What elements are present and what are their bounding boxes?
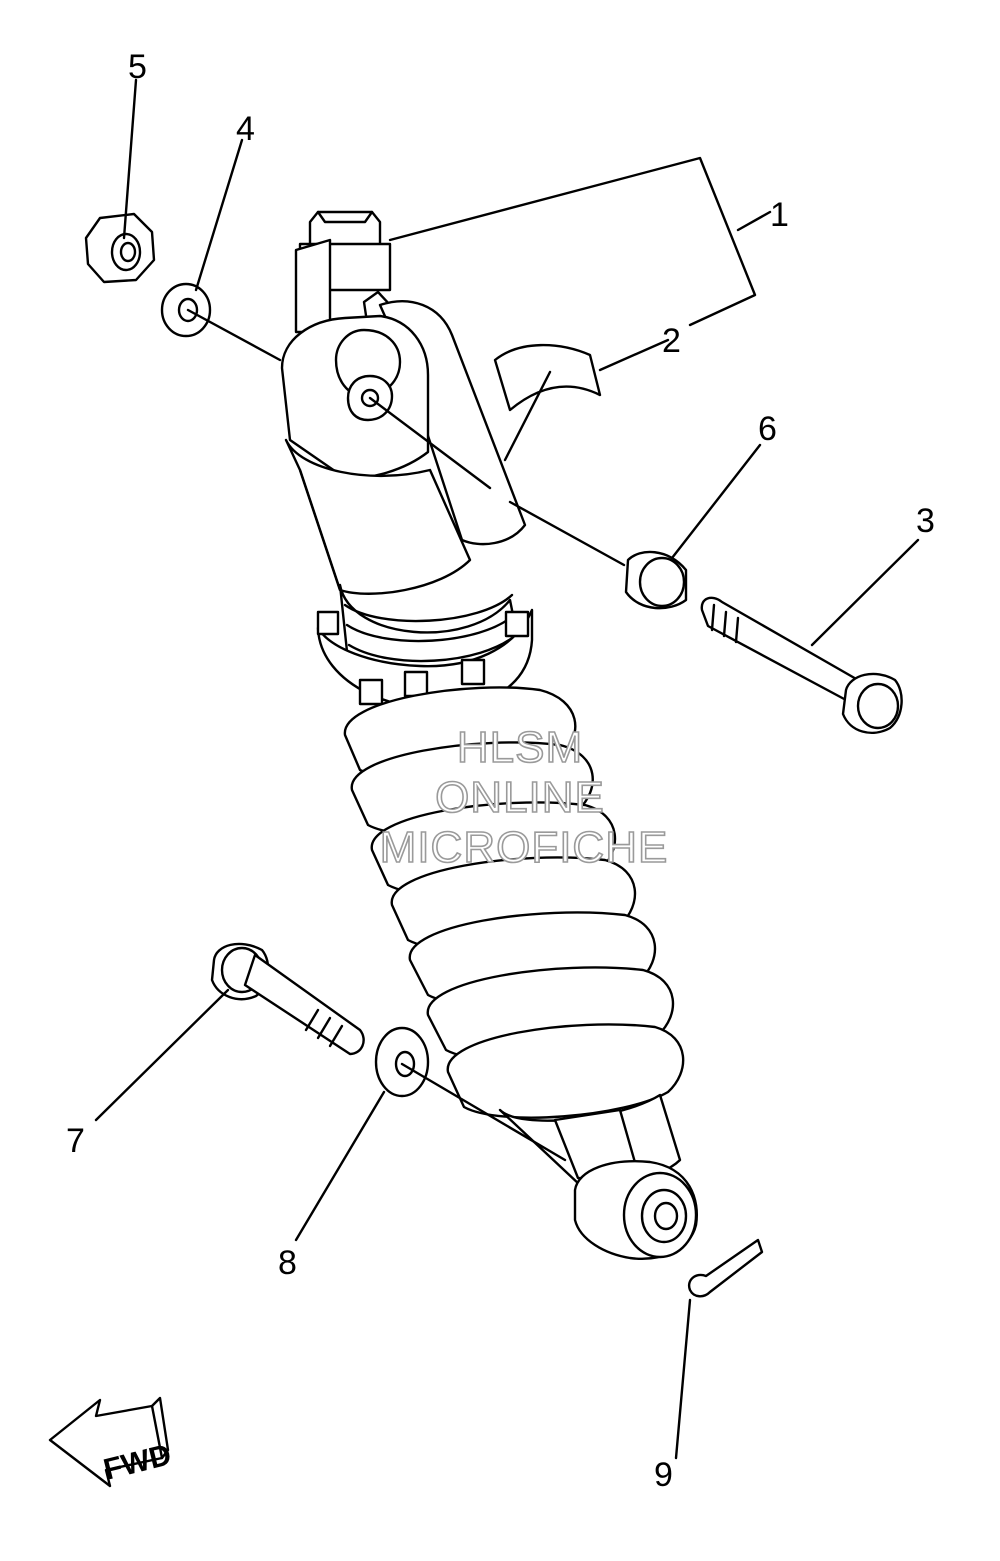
fwd-arrow-icon: FWD bbox=[48, 1396, 175, 1488]
rear-shock-absorber bbox=[280, 210, 698, 1260]
callout-3: 3 bbox=[916, 502, 935, 540]
callout-5: 5 bbox=[128, 48, 147, 86]
watermark: HLSM ONLINE MICROFICHE bbox=[379, 722, 669, 873]
cotter-pin bbox=[687, 1238, 764, 1298]
axis-lines bbox=[186, 308, 626, 1162]
bolt-upper bbox=[700, 596, 903, 734]
callout-8: 8 bbox=[278, 1244, 297, 1282]
callout-6: 6 bbox=[758, 410, 777, 448]
callout-2: 2 bbox=[662, 322, 681, 360]
washer-upper bbox=[160, 282, 212, 338]
leader-lines bbox=[94, 78, 920, 1460]
collar bbox=[624, 550, 688, 610]
callout-1: 1 bbox=[770, 196, 789, 234]
callout-9: 9 bbox=[654, 1456, 673, 1494]
washer-lower bbox=[374, 1026, 430, 1098]
callout-7: 7 bbox=[66, 1122, 85, 1160]
watermark-line-3: MICROFICHE bbox=[380, 823, 669, 872]
watermark-line-1: HLSM bbox=[457, 723, 583, 772]
callout-4: 4 bbox=[236, 110, 255, 148]
watermark-line-2: ONLINE bbox=[435, 773, 605, 822]
bolt-lower bbox=[210, 942, 365, 1056]
flange-nut bbox=[84, 212, 156, 284]
